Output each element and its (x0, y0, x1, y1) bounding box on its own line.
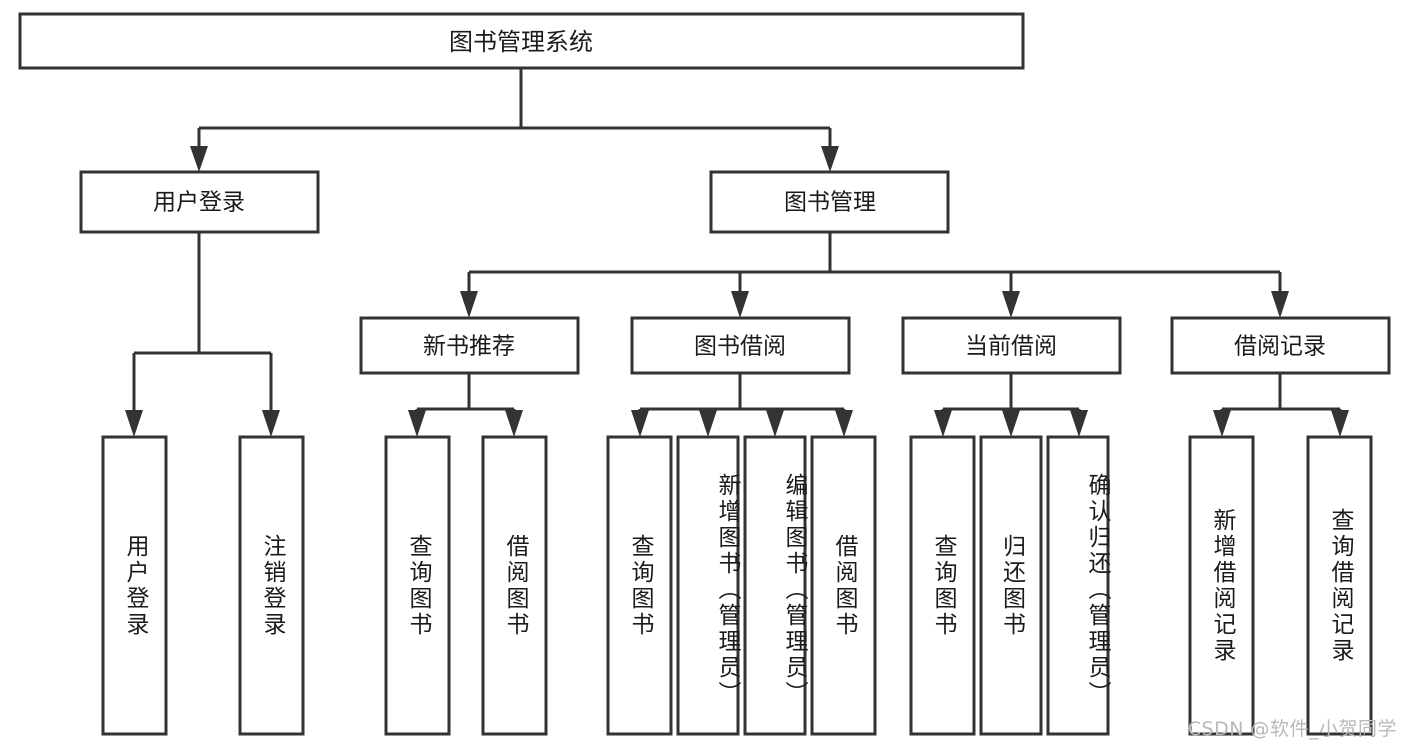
node-leaf-user-login[interactable] (101, 435, 168, 736)
node-leaf-borrow-book-2[interactable] (810, 435, 877, 736)
node-leaf-add-book-label: 新增图书（管理员） (714, 472, 740, 707)
node-current-borrow[interactable]: 当前借阅 (901, 316, 1122, 375)
node-leaf-query-book-3-label: 查询图书 (930, 533, 956, 638)
node-root[interactable]: 图书管理系统 (18, 12, 1025, 70)
node-borrow-record-label: 借阅记录 (1234, 334, 1326, 360)
node-leaf-query-record[interactable] (1306, 435, 1373, 736)
connector-root-to-level2 (190, 68, 839, 172)
node-leaf-borrow-book-2-label: 借阅图书 (831, 533, 857, 638)
node-book-management[interactable]: 图书管理 (709, 170, 950, 234)
node-leaf-add-book[interactable] (676, 435, 740, 736)
node-leaf-query-book-2-label: 查询图书 (627, 533, 653, 638)
csdn-watermark: CSDN @软件_小贺同学 (1187, 718, 1397, 740)
node-book-management-label: 图书管理 (784, 190, 876, 216)
node-leaf-query-book-1-label: 查询图书 (405, 533, 431, 638)
node-leaf-return-book[interactable] (979, 435, 1043, 736)
node-user-login[interactable]: 用户登录 (79, 170, 320, 234)
node-leaf-query-record-label: 查询借阅记录 (1327, 507, 1353, 664)
node-book-borrow[interactable]: 图书借阅 (630, 316, 851, 375)
connector-newbook-to-leaves (408, 373, 523, 437)
node-leaf-edit-book[interactable] (743, 435, 807, 736)
node-leaf-edit-book-label: 编辑图书（管理员） (781, 472, 807, 707)
node-new-book-recommend-label: 新书推荐 (423, 334, 515, 360)
node-current-borrow-label: 当前借阅 (965, 334, 1057, 360)
node-leaf-confirm-return[interactable] (1046, 435, 1110, 736)
connector-borrowrecord-to-leaves (1213, 373, 1349, 437)
node-user-login-label: 用户登录 (153, 190, 245, 216)
connector-userlogin-to-leaves (125, 232, 280, 437)
connector-currentborrow-to-leaves (934, 373, 1088, 437)
connector-bookmanagement-to-level3 (460, 232, 1289, 318)
node-leaf-logout[interactable] (238, 435, 305, 736)
node-leaf-confirm-return-label: 确认归还（管理员） (1084, 472, 1110, 707)
node-leaf-borrow-book-1-label: 借阅图书 (502, 533, 528, 638)
node-leaf-logout-label: 注销登录 (259, 533, 285, 638)
node-book-borrow-label: 图书借阅 (694, 334, 786, 360)
node-leaf-query-book-2[interactable] (606, 435, 673, 736)
node-root-label: 图书管理系统 (449, 28, 593, 56)
node-new-book-recommend[interactable]: 新书推荐 (359, 316, 580, 375)
node-leaf-add-record[interactable] (1188, 435, 1255, 736)
node-borrow-record[interactable]: 借阅记录 (1170, 316, 1391, 375)
node-leaf-add-record-label: 新增借阅记录 (1209, 507, 1235, 664)
node-leaf-query-book-1[interactable] (384, 435, 451, 736)
node-leaf-borrow-book-1[interactable] (481, 435, 548, 736)
connector-bookborrow-to-leaves (631, 373, 853, 437)
node-leaf-query-book-3[interactable] (909, 435, 976, 736)
node-leaf-return-book-label: 归还图书 (998, 533, 1025, 638)
node-leaf-user-login-label: 用户登录 (122, 533, 148, 638)
